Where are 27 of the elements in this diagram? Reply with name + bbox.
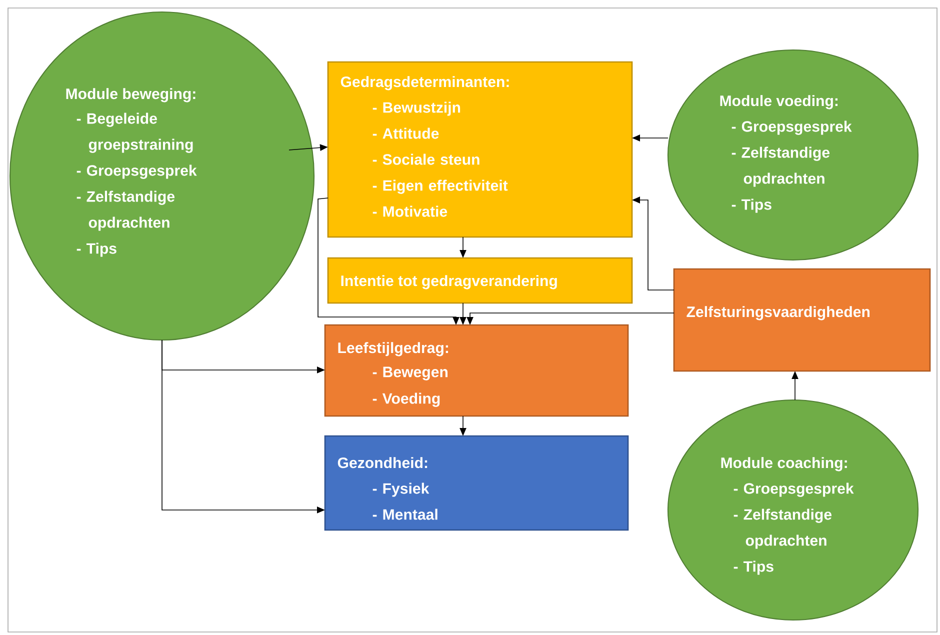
list-item: - Voeding: [372, 392, 440, 407]
module-heading: Module coaching:: [721, 457, 847, 472]
list-item: - Zelfstandige opdrachten: [732, 146, 830, 187]
list-item: - Tips: [76, 242, 116, 257]
list-item: - Mentaal: [372, 508, 438, 520]
list-item: - Motivatie: [372, 206, 448, 217]
list-item: - Attitude: [372, 128, 439, 139]
box-heading: Gezondheid:: [338, 457, 428, 468]
list-item: - Groepsgesprek: [732, 120, 852, 135]
box-heading: Gedragsdeterminanten:: [340, 76, 509, 90]
list-item: - Groepsgesprek: [76, 164, 197, 179]
list-item: - Sociale steun: [372, 154, 480, 165]
box-label: Intentie tot gedragverandering: [341, 275, 557, 290]
box-heading: Leefstijlgedrag:: [338, 342, 448, 356]
list-item: - Fysiek: [372, 482, 430, 497]
list-item: - Zelfstandige opdrachten: [734, 508, 832, 549]
box-label: Zelfsturingsvaardigheden: [686, 306, 870, 320]
list-item: - Groepsgesprek: [734, 482, 854, 497]
list-item: - Bewustzijn: [372, 102, 460, 116]
list-item: - Tips: [734, 560, 774, 575]
list-item: - Tips: [732, 198, 772, 213]
list-item: - Eigen effectiviteit: [372, 180, 508, 194]
list-item: - Begeleide groepstraining: [76, 112, 193, 153]
module-heading: Module voeding:: [720, 95, 838, 110]
module-heading: Module beweging:: [66, 88, 196, 102]
list-item: - Bewegen: [372, 366, 448, 380]
list-item: - Zelfstandige opdrachten: [76, 190, 175, 231]
